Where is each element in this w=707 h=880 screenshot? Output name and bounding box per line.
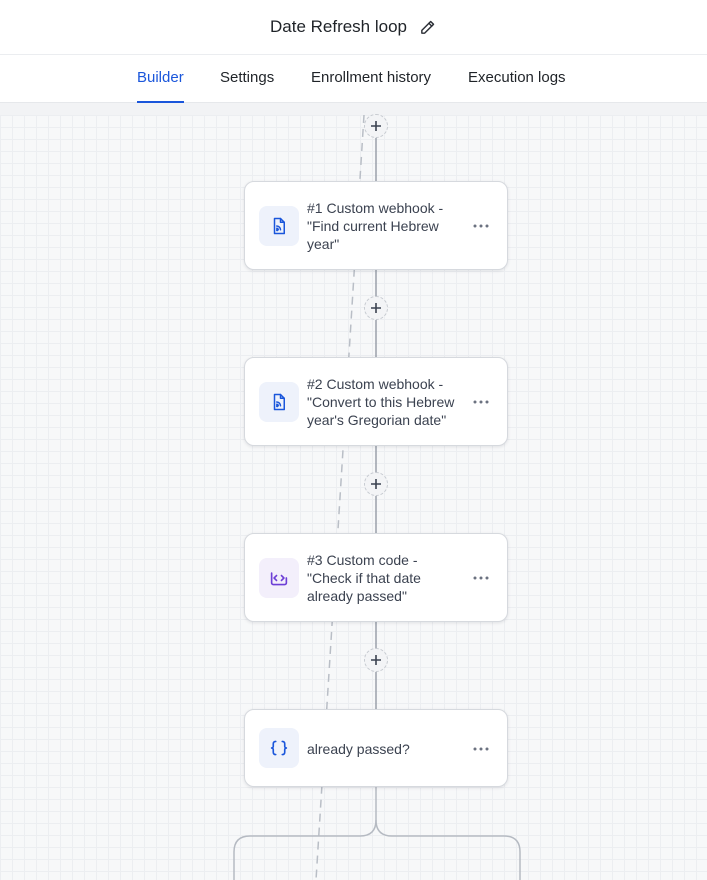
webhook-document-icon bbox=[259, 206, 299, 246]
branch-connector-left bbox=[233, 787, 377, 880]
more-options-icon[interactable] bbox=[471, 739, 491, 759]
webhook-document-icon bbox=[259, 382, 299, 422]
pencil-icon[interactable] bbox=[417, 17, 437, 37]
plus-icon bbox=[371, 121, 381, 131]
workflow-step-branch[interactable]: already passed? bbox=[244, 709, 508, 787]
top-bar: Date Refresh loop bbox=[0, 0, 707, 55]
plus-icon bbox=[371, 303, 381, 313]
tab-settings[interactable]: Settings bbox=[220, 69, 275, 86]
more-options-icon[interactable] bbox=[471, 392, 491, 412]
curly-braces-icon bbox=[259, 728, 299, 768]
add-step-button[interactable] bbox=[364, 472, 388, 496]
step-label: #3 Custom code - "Check if that date alr… bbox=[307, 552, 421, 604]
more-options-icon[interactable] bbox=[471, 568, 491, 588]
plus-icon bbox=[371, 655, 381, 665]
tab-bar: Builder Settings Enrollment history Exec… bbox=[0, 55, 707, 103]
more-options-icon[interactable] bbox=[471, 216, 491, 236]
add-step-button[interactable] bbox=[364, 296, 388, 320]
branch-connector-right bbox=[375, 819, 521, 880]
plus-icon bbox=[371, 479, 381, 489]
tab-builder[interactable]: Builder bbox=[137, 55, 184, 103]
tab-execution-logs[interactable]: Execution logs bbox=[468, 69, 566, 86]
canvas-top-band bbox=[0, 103, 707, 115]
step-label: #1 Custom webhook - "Find current Hebrew… bbox=[307, 200, 444, 252]
tab-enrollment-history[interactable]: Enrollment history bbox=[311, 69, 432, 86]
title-group: Date Refresh loop bbox=[270, 17, 437, 37]
step-label: already passed? bbox=[307, 741, 410, 757]
workflow-title: Date Refresh loop bbox=[269, 17, 408, 36]
workflow-canvas[interactable]: #1 Custom webhook - "Find current Hebrew… bbox=[0, 103, 707, 880]
workflow-step-2[interactable]: #2 Custom webhook - "Convert to this Heb… bbox=[244, 357, 508, 446]
workflow-step-3[interactable]: #3 Custom code - "Check if that date alr… bbox=[244, 533, 508, 622]
add-step-button[interactable] bbox=[364, 648, 388, 672]
workflow-step-1[interactable]: #1 Custom webhook - "Find current Hebrew… bbox=[244, 181, 508, 270]
add-step-button[interactable] bbox=[364, 114, 388, 138]
code-icon bbox=[259, 558, 299, 598]
step-label: #2 Custom webhook - "Convert to this Heb… bbox=[307, 376, 455, 428]
